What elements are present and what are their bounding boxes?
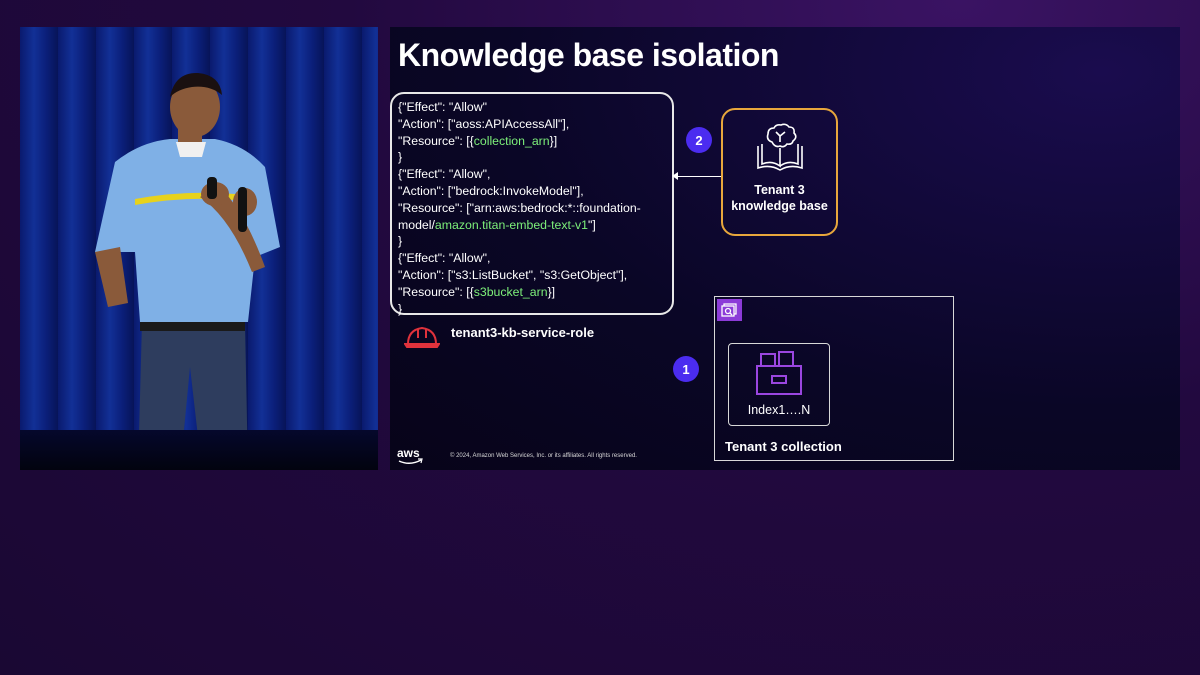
policy-text: "]	[588, 217, 596, 232]
file-cabinet-icon	[756, 351, 802, 395]
copyright-text: © 2024, Amazon Web Services, Inc. or its…	[450, 453, 637, 459]
policy-text: }	[398, 234, 403, 249]
policy-line: }	[398, 301, 666, 318]
policy-line: {"Effect": "Allow",	[398, 250, 666, 267]
collection-label: Tenant 3 collection	[725, 439, 842, 454]
stage-floor	[20, 430, 378, 470]
policy-line: {"Effect": "Allow",	[398, 166, 666, 183]
brain-book-icon	[756, 123, 803, 171]
aws-logo-text: aws	[397, 446, 420, 460]
service-role-label: tenant3-kb-service-role	[451, 325, 595, 340]
policy-text: }]	[547, 284, 556, 299]
policy-text: "Resource": [{	[398, 284, 474, 299]
slide-title: Knowledge base isolation	[398, 37, 779, 73]
policy-line: model/amazon.titan-embed-text-v1"]	[398, 217, 666, 234]
policy-line: "Resource": ["arn:aws:bedrock:*::foundat…	[398, 200, 666, 217]
index-box: Index1….N	[728, 343, 830, 426]
step-badge-1: 1	[673, 356, 699, 382]
policy-text: "Resource": [{	[398, 133, 474, 148]
kb-label-line1: Tenant 3	[754, 183, 805, 197]
search-collection-icon	[717, 299, 742, 321]
aws-logo: aws	[397, 446, 423, 464]
policy-text: }	[398, 150, 403, 165]
policy-line: "Action": ["aoss:APIAccessAll"],	[398, 116, 666, 133]
policy-text: }	[398, 301, 403, 316]
policy-text: {"Effect": "Allow",	[398, 251, 491, 266]
policy-variable: s3bucket_arn	[473, 284, 548, 299]
presentation-slide: Knowledge base isolation {"Effect": "All…	[390, 27, 1180, 470]
policy-text: }]	[549, 133, 558, 148]
policy-text: "Action": ["bedrock:InvokeModel"],	[398, 183, 584, 198]
policy-line: }	[398, 149, 666, 166]
policy-text: {"Effect": "Allow",	[398, 167, 491, 182]
index-label: Index1….N	[747, 403, 811, 417]
helmet-icon	[404, 326, 440, 348]
policy-text: "Action": ["aoss:APIAccessAll"],	[398, 116, 570, 131]
policy-text: model/	[398, 217, 435, 232]
policy-line: {"Effect": "Allow"	[398, 99, 666, 116]
policy-line: "Action": ["s3:ListBucket", "s3:GetObjec…	[398, 267, 666, 284]
tenant-knowledge-base-box: Tenant 3 knowledge base	[721, 108, 838, 236]
arrow-line	[674, 176, 721, 177]
policy-text: "Action": ["s3:ListBucket", "s3:GetObjec…	[398, 267, 628, 282]
iam-policy-box: {"Effect": "Allow" "Action": ["aoss:APIA…	[390, 92, 674, 318]
policy-line: "Resource": [{s3bucket_arn}]	[398, 284, 666, 301]
policy-line: "Resource": [{collection_arn}]	[398, 133, 666, 150]
policy-variable: amazon.titan-embed-text-v1	[434, 217, 589, 232]
speaker-video	[20, 27, 378, 470]
policy-text: "Resource": ["arn:aws:bedrock:*::foundat…	[398, 200, 641, 215]
step-badge-2: 2	[686, 127, 712, 153]
arrow-left-icon	[672, 172, 678, 180]
speaker-figure	[95, 72, 280, 470]
policy-text: {"Effect": "Allow"	[398, 100, 488, 114]
tenant-collection-box: Index1….N Tenant 3 collection	[714, 296, 954, 461]
policy-line: "Action": ["bedrock:InvokeModel"],	[398, 183, 666, 200]
policy-variable: collection_arn	[473, 133, 550, 148]
policy-line: }	[398, 233, 666, 250]
kb-label-line2: knowledge base	[731, 199, 828, 213]
